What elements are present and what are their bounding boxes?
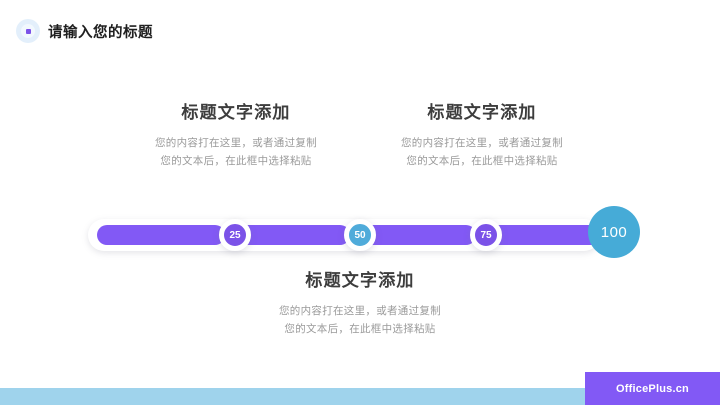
text-block-right-body: 您的内容打在这里，或者通过复制您的文本后，在此框中选择粘贴 [401, 137, 563, 167]
timeline-node-25[interactable]: 25 [219, 219, 251, 251]
footer-brand-block: OfficePlus.cn [585, 372, 720, 405]
text-block-right-title: 标题文字添加 [427, 103, 537, 122]
timeline-node-100-label: 100 [600, 223, 628, 241]
text-block-left: 标题文字添加 您的内容打在这里，或者通过复制您的文本后，在此框中选择粘贴 [121, 102, 351, 170]
text-block-bottom: 标题文字添加 您的内容打在这里，或者通过复制您的文本后，在此框中选择粘贴 [245, 270, 475, 338]
timeline-segment-4 [482, 225, 607, 245]
timeline-node-50[interactable]: 50 [344, 219, 376, 251]
timeline-segment-1 [97, 225, 225, 245]
timeline-segment-2 [230, 225, 350, 245]
icon-center-dot [25, 28, 31, 34]
timeline-node-50-label: 50 [354, 229, 366, 241]
timeline-node-75[interactable]: 75 [470, 219, 502, 251]
circle-dot-icon [16, 19, 40, 43]
text-block-left-title: 标题文字添加 [181, 103, 291, 122]
text-block-right: 标题文字添加 您的内容打在这里，或者通过复制您的文本后，在此框中选择粘贴 [367, 102, 597, 170]
text-block-bottom-body: 您的内容打在这里，或者通过复制您的文本后，在此框中选择粘贴 [279, 305, 441, 335]
footer-accent-bar [0, 388, 720, 405]
timeline-segment-3 [356, 225, 476, 245]
page-title: 请输入您的标题 [48, 24, 153, 41]
slide-header: 请输入您的标题 [16, 18, 153, 44]
text-block-left-body: 您的内容打在这里，或者通过复制您的文本后，在此框中选择粘贴 [155, 137, 317, 167]
timeline-node-25-label: 25 [229, 229, 241, 241]
text-block-bottom-title: 标题文字添加 [305, 271, 415, 290]
timeline-graphic: 25 50 75 100 [88, 206, 640, 264]
footer-brand-label: OfficePlus.cn [616, 382, 689, 395]
timeline-node-75-label: 75 [480, 229, 492, 241]
timeline-node-100[interactable]: 100 [588, 206, 640, 258]
